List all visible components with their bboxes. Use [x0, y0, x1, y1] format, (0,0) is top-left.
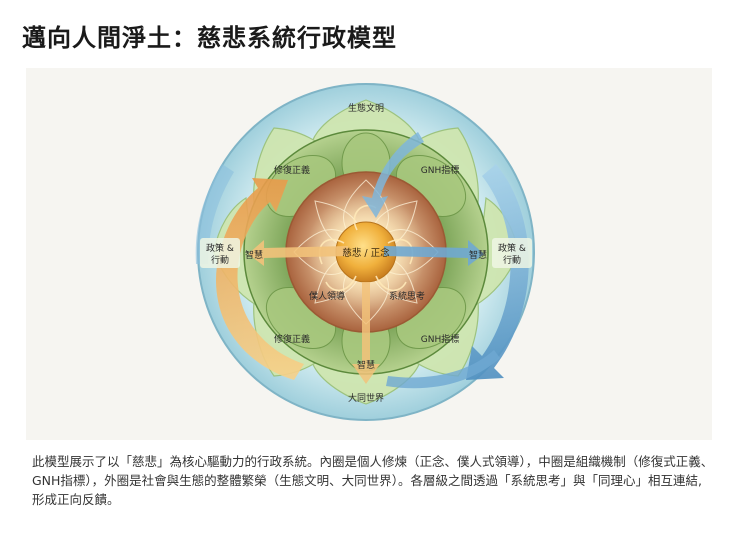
label-wisdom-right: 智慧	[469, 249, 487, 261]
bottom-blue-flow-arrow	[386, 350, 500, 389]
label-wisdom-bottom: 智慧	[357, 359, 375, 371]
label-policy-left-line1: 政策 &	[206, 242, 234, 254]
side-box-left	[200, 238, 240, 268]
wisdom-arrow-right	[384, 240, 484, 266]
left-orange-flow-arrow	[215, 178, 304, 380]
page-title: 邁向人間淨土：慈悲系統行政模型	[22, 24, 397, 52]
label-systems-thinking: 系統思考	[389, 290, 425, 302]
label-great-unity: 大同世界	[348, 392, 384, 404]
compassion-model-diagram: 生態文明 修復正義 GNH指標 政策 & 行動 政策 & 行動 智慧 智慧 慈悲…	[195, 83, 535, 421]
label-policy-right-line2: 行動	[503, 254, 521, 266]
figure-caption: 此模型展示了以「慈悲」為核心驅動力的行政系統。內圈是個人修煉（正念、僕人式領導）…	[32, 452, 714, 509]
label-core: 慈悲 / 正念	[342, 247, 390, 259]
caption-line-3: 形成正向反饋。	[32, 492, 120, 507]
label-policy-left-line2: 行動	[211, 254, 229, 266]
label-servant-leadership: 僕人領導	[309, 290, 345, 302]
wisdom-arrow-bottom	[352, 282, 380, 384]
label-wisdom-left: 智慧	[245, 249, 263, 261]
caption-line-1: 此模型展示了以「慈悲」為核心驅動力的行政系統。內圈是個人修煉（正念、僕人式領導）…	[32, 454, 714, 469]
top-blue-flow-arrow	[362, 132, 424, 218]
label-eco-civilization: 生態文明	[348, 102, 384, 114]
label-policy-right-line1: 政策 &	[498, 242, 526, 254]
caption-line-2: GNH指標），外圈是社會與生態的整體繁榮（生態文明、大同世界）。各層級之間透過「…	[32, 473, 702, 488]
label-gnh-top: GNH指標	[421, 164, 459, 176]
label-gnh-bottom: GNH指標	[421, 333, 459, 345]
label-restorative-justice-bottom: 修復正義	[274, 333, 310, 345]
label-restorative-justice-top: 修復正義	[274, 164, 310, 176]
right-blue-flow-arrow	[466, 164, 529, 380]
side-box-right	[492, 238, 532, 268]
wisdom-arrow-left	[248, 240, 348, 266]
